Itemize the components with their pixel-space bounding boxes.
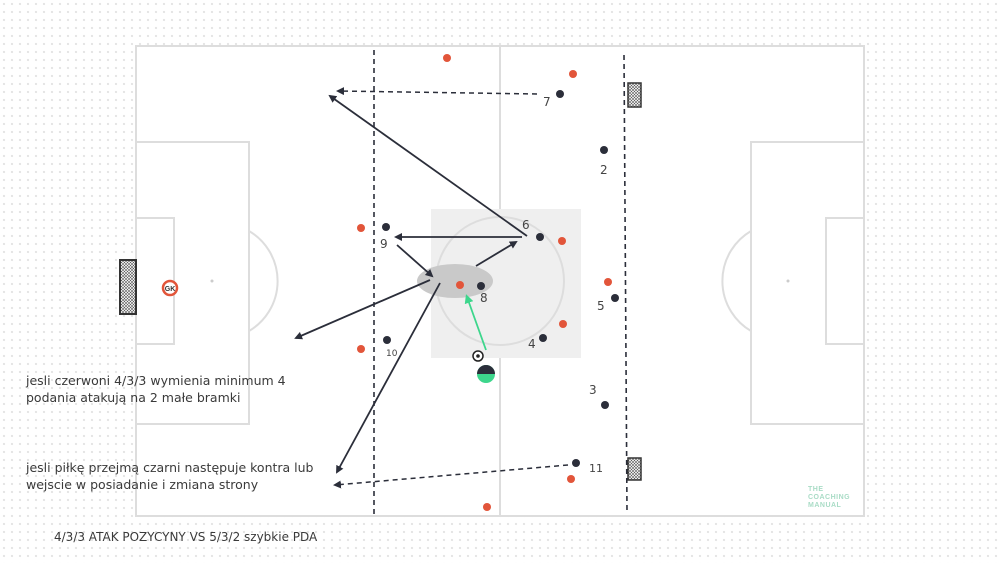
- run-arrow-9-to-zone: [396, 244, 434, 278]
- black-player-11: [572, 459, 580, 467]
- diagram-caption: 4/3/3 ATAK POZYCYNY VS 5/3/2 szybkie PDA: [54, 530, 318, 544]
- right-penalty-spot: [786, 279, 790, 283]
- black-player-2: [600, 146, 608, 154]
- brand-line-3: MANUAL: [808, 502, 842, 509]
- brand-line-2: COACHING: [808, 494, 850, 501]
- ball-arrow: [464, 294, 487, 351]
- black-player-7: [556, 90, 564, 98]
- small-goal-bottom: [627, 457, 642, 481]
- player-number-10: 10: [386, 349, 398, 359]
- goalkeeper-label: GK: [165, 286, 176, 293]
- zone-line-right: [623, 54, 628, 513]
- switch-arrow-top: [328, 94, 528, 237]
- red-player: [456, 281, 464, 289]
- red-player: [443, 54, 451, 62]
- left-penalty-spot: [210, 279, 214, 283]
- dashed-arrow-top: [336, 87, 538, 96]
- red-player: [483, 503, 491, 511]
- left-penalty-arc: [248, 230, 279, 332]
- black-player-3: [601, 401, 609, 409]
- red-player: [558, 237, 566, 245]
- black-player-5: [611, 294, 619, 302]
- red-player: [357, 224, 365, 232]
- small-goal-top: [627, 82, 642, 108]
- main-goal: [119, 259, 137, 315]
- pass-arrow-8-to-6: [475, 240, 518, 267]
- counter-rule-note: jesli piłkę przejmą czarni następuje kon…: [26, 460, 314, 492]
- brand-line-1: THE: [808, 486, 824, 493]
- player-number-4: 4: [528, 337, 536, 351]
- red-player: [567, 475, 575, 483]
- switch-arrow-bottom: [336, 282, 441, 474]
- red-player: [357, 345, 365, 353]
- dashed-arrow-bottom: [333, 464, 569, 489]
- player-number-3: 3: [589, 383, 597, 397]
- black-player-4: [539, 334, 547, 342]
- ball-carrier: [477, 365, 495, 383]
- black-player-9: [382, 223, 390, 231]
- goalkeeper: GK: [161, 279, 179, 297]
- player-number-11: 11: [589, 462, 603, 475]
- player-number-2: 2: [600, 163, 608, 177]
- black-team: [382, 90, 619, 467]
- red-team: [357, 54, 612, 511]
- black-player-8: [477, 282, 485, 290]
- player-number-7: 7: [543, 95, 551, 109]
- attack-rule-note: jesli czerwoni 4/3/3 wymienia minimum 4 …: [26, 373, 286, 405]
- red-player: [604, 278, 612, 286]
- red-player: [559, 320, 567, 328]
- black-player-10: [383, 336, 391, 344]
- right-goal-area: [825, 217, 865, 345]
- ball-icon: [472, 350, 484, 362]
- switch-arrow-left: [294, 279, 431, 340]
- right-penalty-arc: [721, 230, 752, 332]
- player-number-9: 9: [380, 237, 388, 251]
- player-number-5: 5: [597, 299, 605, 313]
- player-number-6: 6: [522, 218, 530, 232]
- black-player-6: [536, 233, 544, 241]
- brand-logo: THE COACHING MANUAL: [808, 486, 850, 509]
- player-number-8: 8: [480, 291, 488, 305]
- red-player: [569, 70, 577, 78]
